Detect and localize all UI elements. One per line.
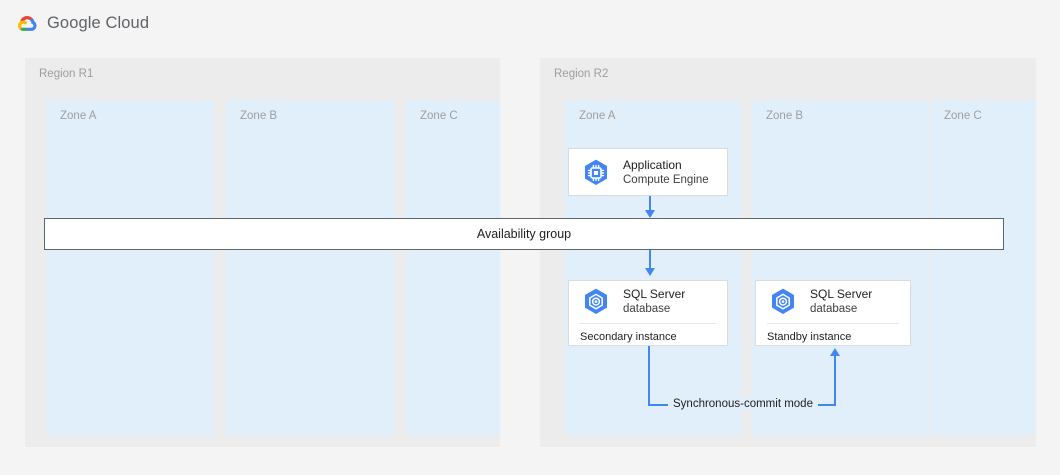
- availability-group-label: Availability group: [476, 227, 572, 241]
- zone-r2-zone-c: Zone C: [930, 100, 1036, 435]
- connector-standby-up-segment: [834, 356, 836, 405]
- sql-server-secondary-card-subtitle: database: [623, 303, 671, 316]
- zone-r1-zone-a: Zone A: [46, 100, 214, 435]
- region-r1-label: Region R1: [39, 68, 94, 80]
- zone-r2-zone-b-label: Zone B: [766, 110, 804, 122]
- connector-secondary-down-segment: [648, 346, 650, 405]
- sql-server-secondary-instance-label: Secondary instance: [580, 331, 677, 343]
- zone-r1-zone-b: Zone B: [226, 100, 394, 435]
- connector-availability-group-to-secondary-arrowhead: [645, 268, 655, 276]
- sql-server-standby-card[interactable]: SQL Server database Standby instance: [755, 280, 911, 346]
- zone-r1-zone-b-label: Zone B: [240, 110, 278, 122]
- sql-server-standby-instance-label: Standby instance: [767, 331, 852, 343]
- sql-server-standby-card-subtitle: database: [810, 303, 858, 316]
- zone-r2-zone-c-label: Zone C: [944, 110, 982, 122]
- connector-app-to-availability-group-line: [649, 196, 651, 215]
- compute-engine-hexagon-icon: [580, 157, 612, 189]
- application-card-title: Application: [623, 158, 682, 173]
- application-card-subtitle: Compute Engine: [623, 174, 709, 187]
- connector-standby-arrowhead: [830, 348, 840, 356]
- availability-group-bar[interactable]: Availability group: [44, 218, 1004, 250]
- google-cloud-wordmark: Google Cloud: [47, 14, 150, 32]
- zone-r2-zone-a-label: Zone A: [579, 110, 616, 122]
- zone-r1-zone-c-label: Zone C: [420, 110, 458, 122]
- sql-server-database-hexagon-icon: [580, 286, 612, 318]
- connector-synchronous-commit-mode-label: Synchronous-commit mode: [668, 397, 818, 411]
- connector-app-to-availability-group-arrowhead: [645, 210, 655, 218]
- google-cloud-logo-icon: [13, 12, 41, 36]
- zone-r1-zone-c: Zone C: [406, 100, 500, 435]
- application-compute-engine-card[interactable]: Application Compute Engine: [568, 148, 728, 196]
- sql-server-database-hexagon-icon: [767, 286, 799, 318]
- sql-server-standby-card-divider: [767, 323, 899, 324]
- connector-availability-group-to-secondary-line: [649, 249, 651, 271]
- sql-server-standby-card-title: SQL Server: [810, 287, 873, 302]
- zone-r2-zone-b: Zone B: [752, 100, 928, 435]
- zone-r1-zone-a-label: Zone A: [60, 110, 97, 122]
- sql-server-secondary-card[interactable]: SQL Server database Secondary instance: [568, 280, 728, 346]
- region-r2-label: Region R2: [554, 68, 609, 80]
- page-header: Google Cloud: [0, 0, 1060, 46]
- sql-server-secondary-card-divider: [580, 323, 716, 324]
- sql-server-secondary-card-title: SQL Server: [623, 287, 686, 302]
